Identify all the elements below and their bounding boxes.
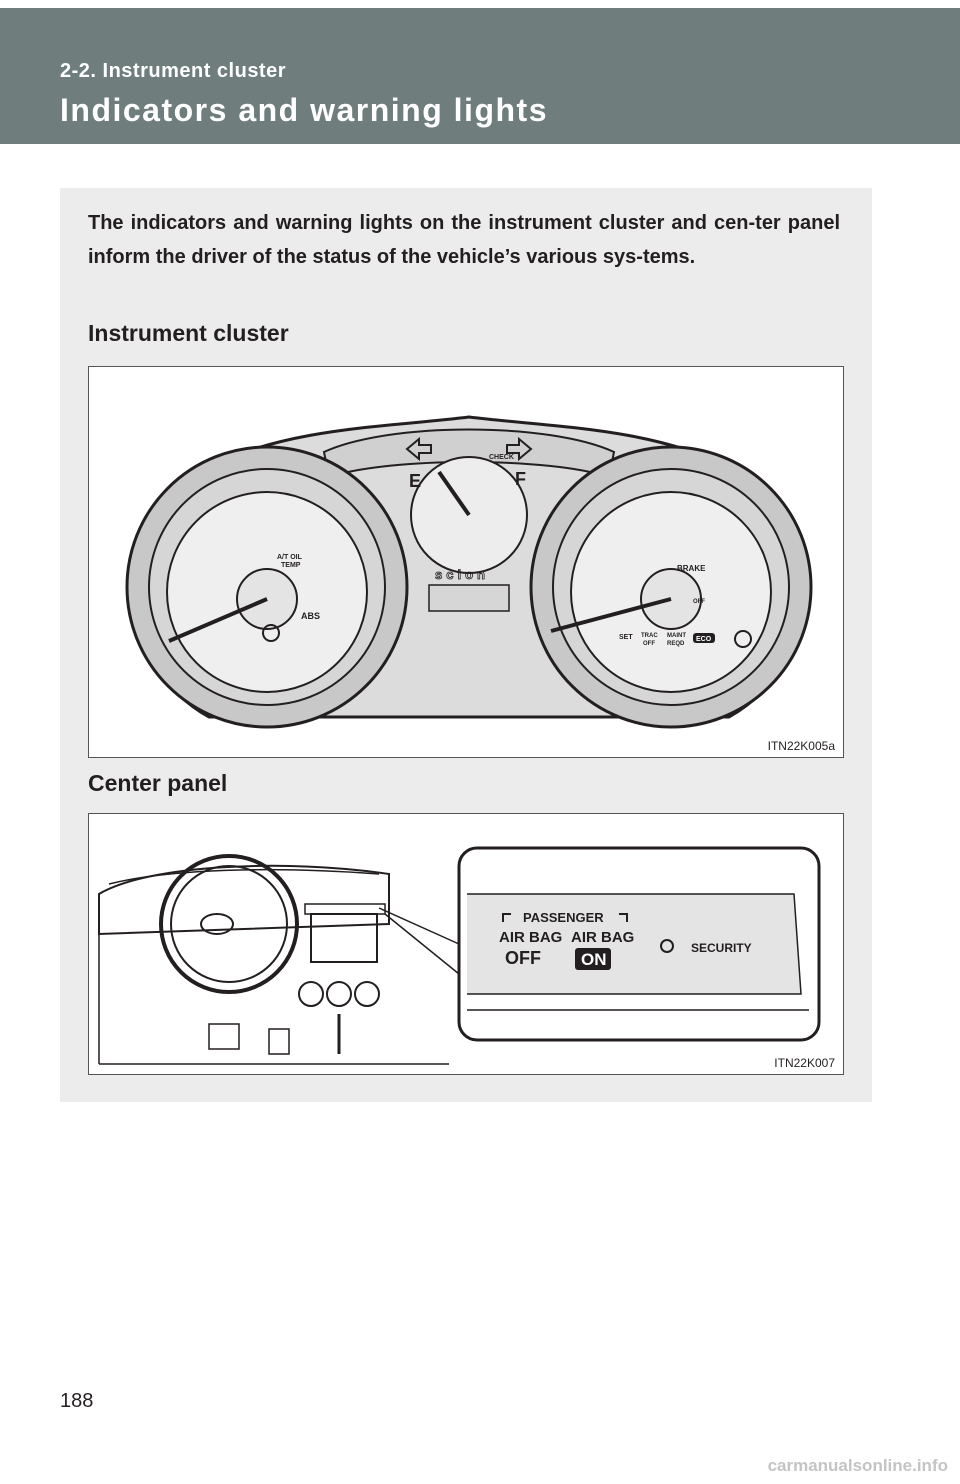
instrument-cluster-figure: E F CHECK A/T OIL TEMP ABS BRAKE OFF SET… bbox=[88, 366, 844, 758]
page-title: Indicators and warning lights bbox=[60, 92, 548, 128]
header-band bbox=[0, 8, 960, 144]
fuel-full-label: F bbox=[515, 469, 526, 489]
passenger-label: PASSENGER bbox=[523, 910, 604, 925]
brake-label: BRAKE bbox=[677, 564, 706, 573]
security-label: SECURITY bbox=[691, 941, 752, 955]
watermark: carmanualsonline.info bbox=[767, 1456, 948, 1475]
fuel-empty-label: E bbox=[409, 471, 421, 491]
airbag-off-label-1: AIR BAG bbox=[499, 929, 562, 946]
intro-paragraph: The indicators and warning lights on the… bbox=[88, 212, 840, 268]
page-number: 188 bbox=[60, 1390, 94, 1412]
instrument-cluster-illustration: E F CHECK A/T OIL TEMP ABS BRAKE OFF SET… bbox=[125, 415, 813, 729]
trac-label-1: TRAC bbox=[641, 633, 658, 639]
off-label: OFF bbox=[693, 599, 705, 605]
maint-label-1: MAINT bbox=[667, 633, 686, 639]
instrument-cluster-heading: Instrument cluster bbox=[88, 320, 289, 346]
airbag-on-label-2: ON bbox=[581, 950, 607, 969]
security-indicator-icon bbox=[660, 939, 674, 953]
eco-label: ECO bbox=[696, 636, 712, 643]
figure-code: ITN22K005a bbox=[767, 739, 835, 753]
trac-label-2: OFF bbox=[643, 641, 655, 647]
section-label: 2-2. Instrument cluster bbox=[60, 60, 287, 82]
center-panel-figure: PASSENGER AIR BAG OFF AIR BAG ON SECURIT… bbox=[88, 813, 844, 1075]
figure-code: ITN22K007 bbox=[774, 1056, 835, 1070]
scion-logo: scion bbox=[435, 567, 489, 582]
at-oil-temp-label-1: A/T OIL bbox=[277, 554, 303, 561]
center-panel-heading: Center panel bbox=[88, 770, 228, 796]
airbag-on-label-1: AIR BAG bbox=[571, 929, 634, 946]
maint-label-2: REQD bbox=[667, 641, 685, 647]
abs-label: ABS bbox=[301, 611, 320, 621]
airbag-off-label-2: OFF bbox=[505, 948, 541, 968]
at-oil-temp-label-2: TEMP bbox=[281, 562, 301, 569]
center-panel-illustration: PASSENGER AIR BAG OFF AIR BAG ON SECURIT… bbox=[98, 846, 821, 1065]
check-engine-label: CHECK bbox=[489, 454, 514, 461]
set-label: SET bbox=[619, 634, 633, 641]
